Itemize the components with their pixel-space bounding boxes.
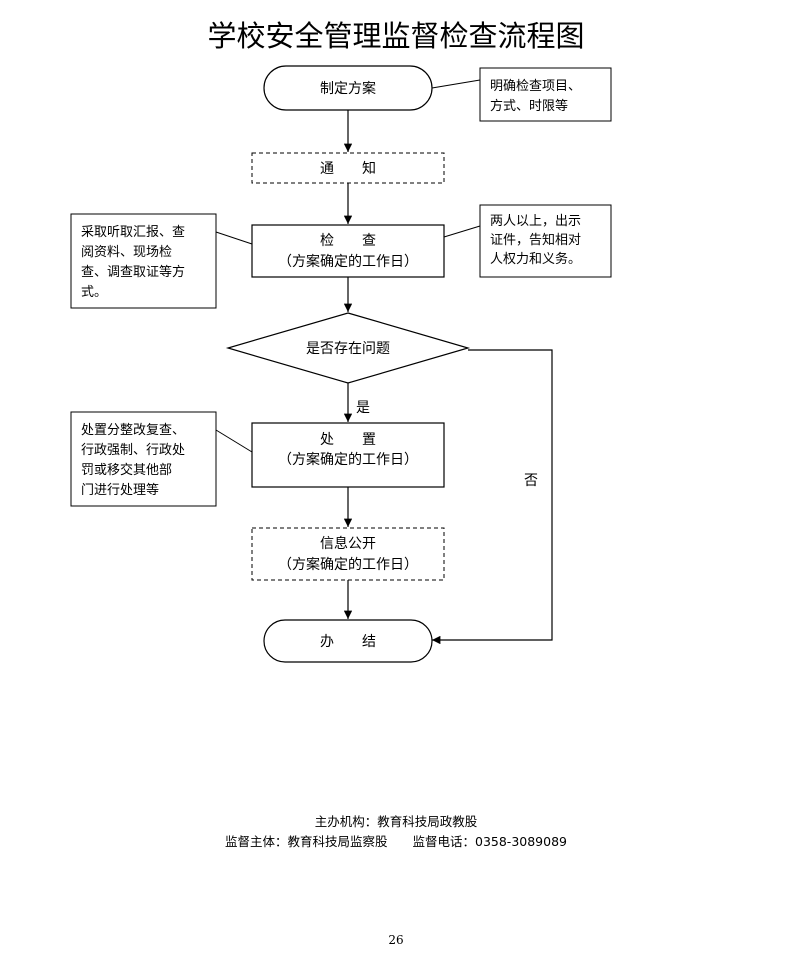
node-disclose [251,527,445,581]
note-handle-options-connector [215,429,253,453]
note-plan-line-1: 明确检查项目、 [490,79,581,94]
node-notify [251,152,445,184]
node-disclose-line-2: （方案确定的工作日） [278,556,418,573]
arrow-decision-no [432,349,553,645]
node-notify-label: 通 知 [320,160,376,177]
note-inspect-methods-connector [215,231,253,245]
note-inspect-rules-connector [443,225,481,238]
node-handle-line-2: （方案确定的工作日） [278,451,418,468]
note-inspect-rules-line-2: 证件，告知相对 [490,232,581,248]
page-number: 26 [388,933,403,947]
footer-organizer: 主办机构：教育科技局政教股 [315,814,478,829]
note-handle-options-line-2: 行政强制、行政处 [81,443,185,458]
note-plan [479,67,612,122]
note-inspect-methods [70,213,217,309]
node-decision-label: 是否存在问题 [306,341,390,357]
note-inspect-rules-line-1: 两人以上，出示 [490,214,581,229]
note-inspect-methods-line-4: 式。 [81,285,107,300]
node-inspect-line-1: 检 查 [320,233,376,249]
node-handle [251,422,445,488]
page-title: 学校安全管理监督检查流程图 [207,19,584,53]
note-inspect-rules-line-3: 人权力和义务。 [490,251,581,267]
note-handle-options-line-4: 门进行处理等 [81,482,159,498]
note-inspect-methods-line-1: 采取听取汇报、查 [81,225,185,240]
node-handle-line-1: 处 置 [320,432,376,448]
note-handle-options-line-1: 处置分整改复查、 [81,423,185,438]
edge-label-yes: 是 [356,400,370,416]
edge-label-no: 否 [524,473,538,489]
note-inspect-rules [479,204,612,278]
footer-supervisor: 监督主体：教育科技局监察股 监督电话：0358-3089089 [225,834,567,849]
node-disclose-line-1: 信息公开 [320,535,376,552]
note-inspect-methods-line-3: 查、调查取证等方 [81,264,185,280]
note-inspect-methods-line-2: 阅资料、现场检 [81,245,172,260]
note-handle-options [70,411,217,507]
node-close-label: 办 结 [320,634,376,650]
note-plan-connector [431,79,481,89]
node-inspect-line-2: （方案确定的工作日） [278,253,418,270]
node-draft-plan-label: 制定方案 [320,80,376,97]
note-handle-options-line-3: 罚或移交其他部 [81,462,172,478]
note-plan-line-2: 方式、时限等 [490,98,568,114]
node-close [263,619,433,663]
